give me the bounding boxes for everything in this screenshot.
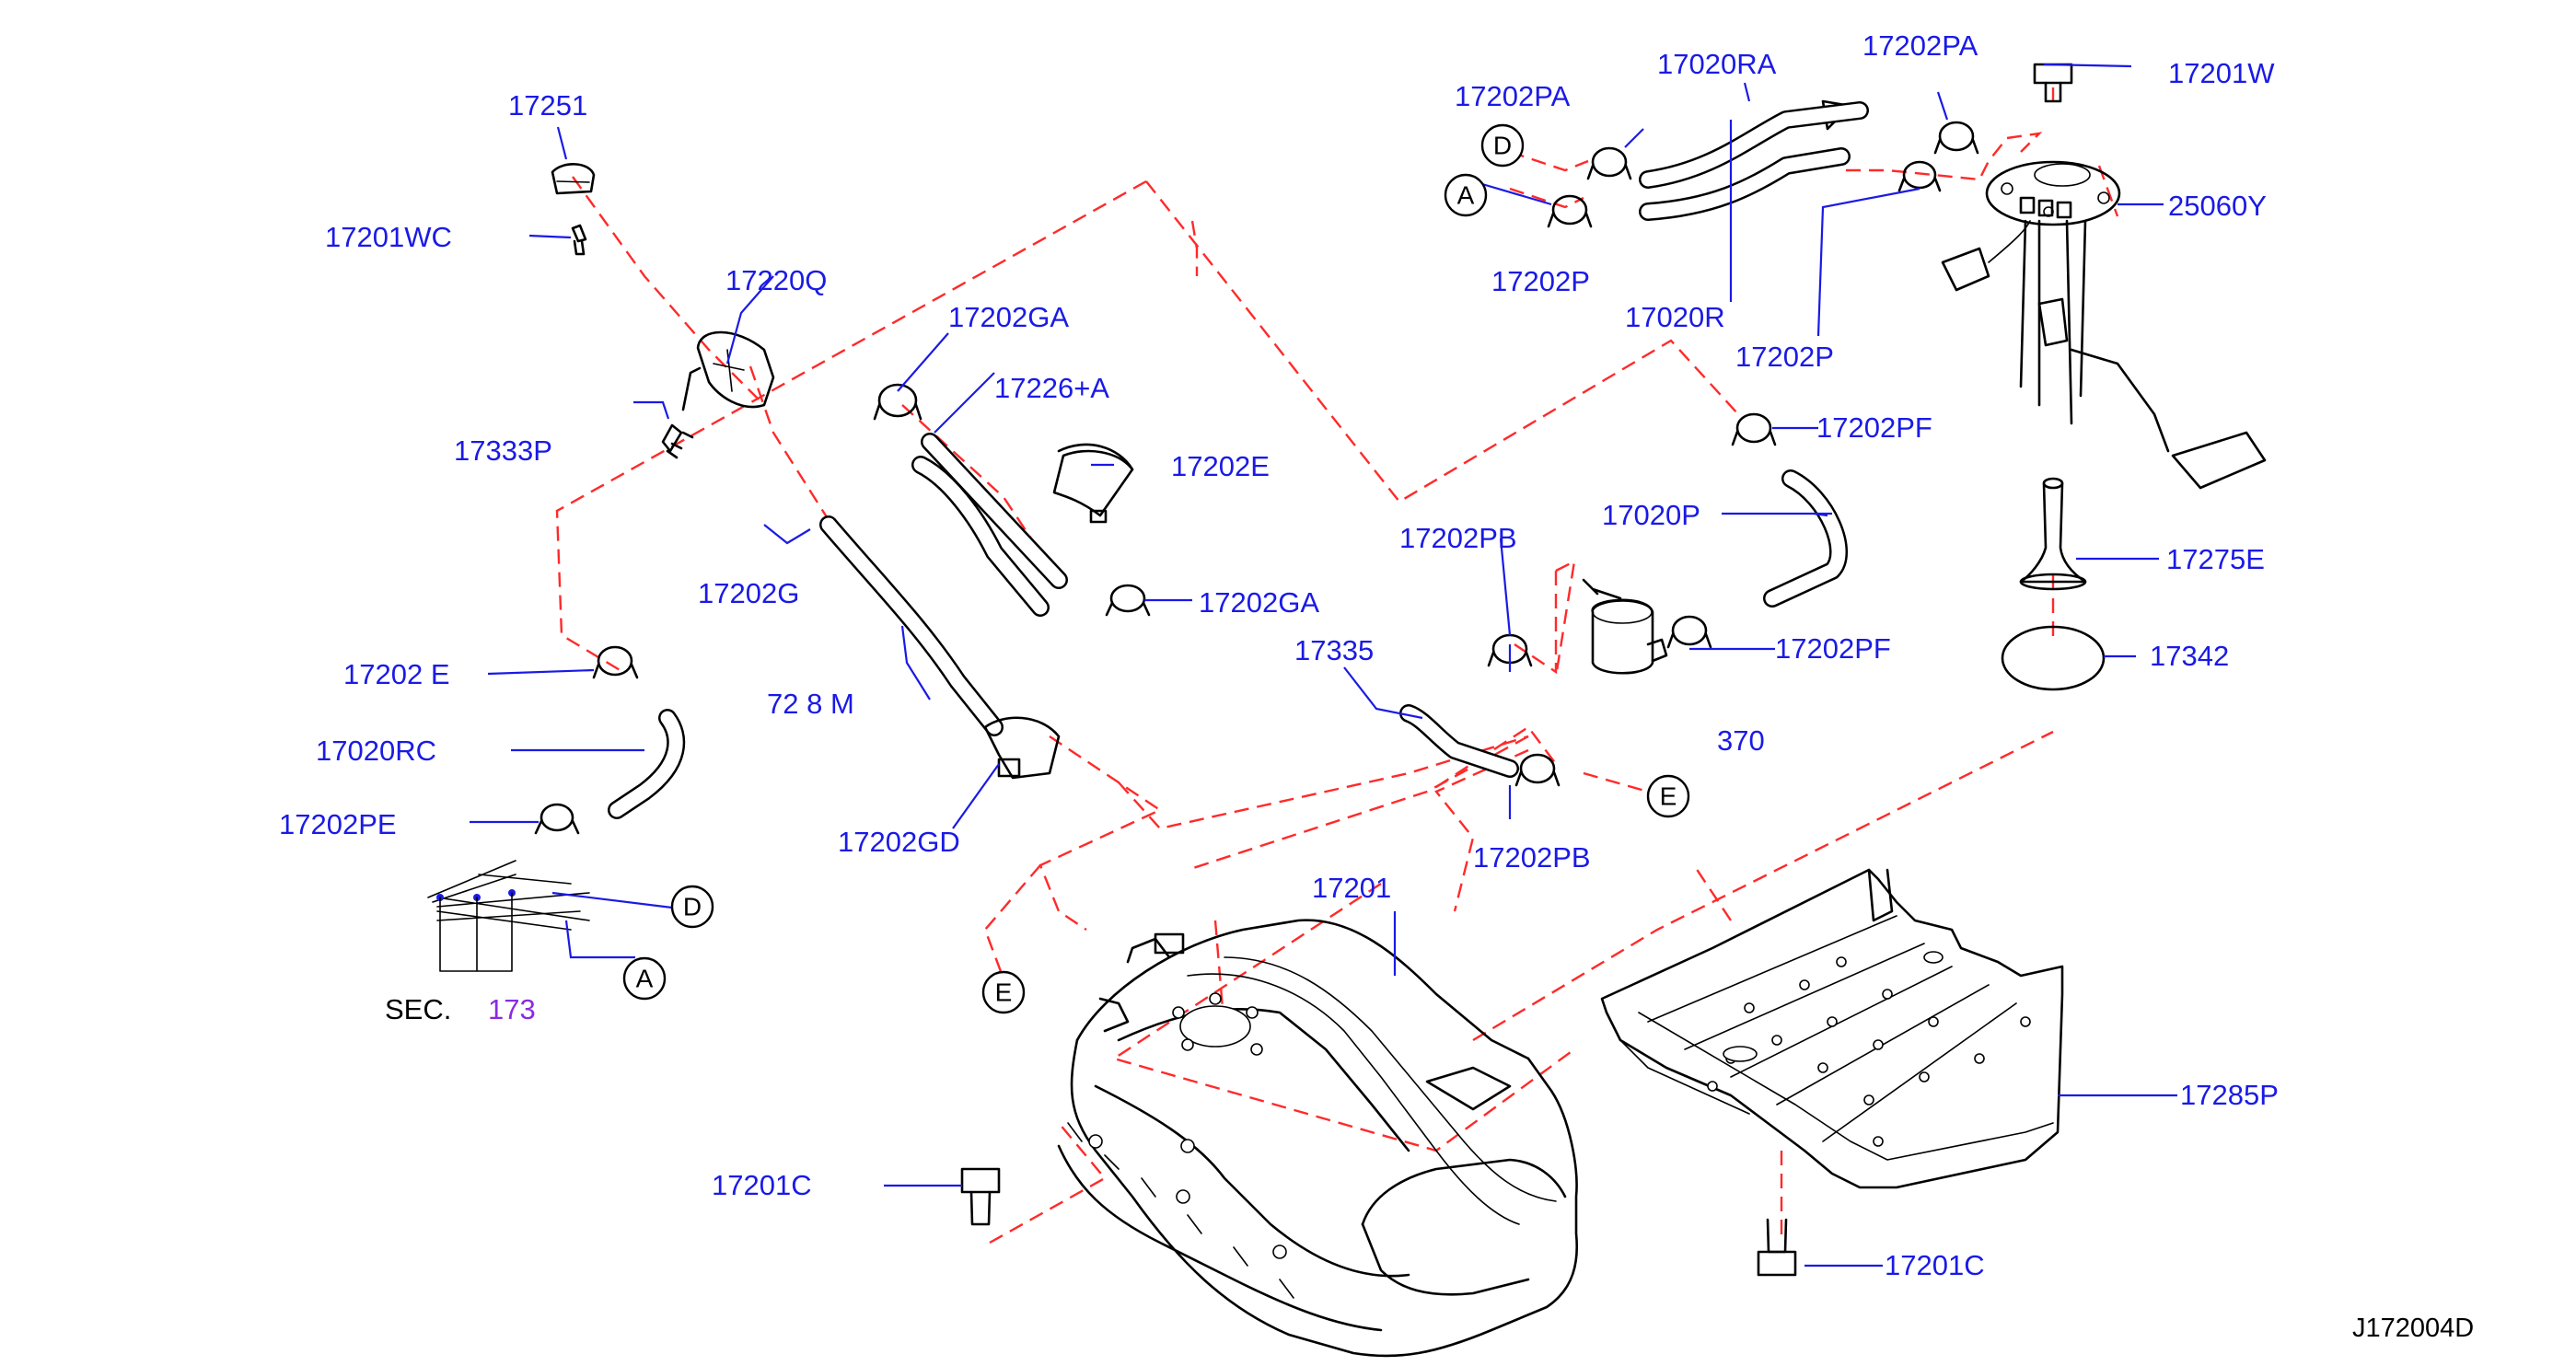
label-17020RA: 17020RA bbox=[1657, 48, 1777, 80]
svg-text:D: D bbox=[1493, 132, 1512, 160]
fuel-tank bbox=[1057, 919, 1579, 1358]
label-17335: 17335 bbox=[1294, 634, 1374, 666]
label-17275E: 17275E bbox=[2166, 543, 2265, 575]
skid-plate bbox=[1600, 868, 2064, 1189]
label-17342: 17342 bbox=[2150, 640, 2229, 672]
ref-marker-a-left: A bbox=[622, 956, 667, 1001]
assembly-guide-lines bbox=[555, 87, 2119, 1244]
label-17201C-left: 17201C bbox=[712, 1169, 812, 1201]
ref-marker-e-right: E bbox=[1646, 774, 1690, 818]
label-17202PA-right: 17202PA bbox=[1862, 29, 1978, 62]
label-25060Y: 25060Y bbox=[2168, 190, 2267, 222]
bolts bbox=[960, 63, 2073, 1277]
svg-text:A: A bbox=[636, 965, 654, 993]
label-17202P-left: 17202P bbox=[1491, 265, 1590, 297]
label-17202E: 17202E bbox=[1171, 450, 1270, 482]
svg-text:E: E bbox=[1660, 782, 1677, 811]
label-17220Q: 17220Q bbox=[725, 264, 827, 296]
svg-text:A: A bbox=[1457, 181, 1475, 210]
label-17202GA-mid: 17202GA bbox=[1199, 586, 1319, 619]
label-17202PA-left: 17202PA bbox=[1455, 80, 1571, 112]
label-17201C-right: 17201C bbox=[1885, 1249, 1985, 1281]
label-17202PB-low: 17202PB bbox=[1473, 841, 1591, 874]
label-17202PE: 17202PE bbox=[279, 808, 397, 840]
label-17202PF-top: 17202PF bbox=[1816, 411, 1932, 444]
section-prefix: SEC. bbox=[385, 993, 451, 1025]
label-17202PB-top: 17202PB bbox=[1399, 522, 1517, 554]
section-reference: SEC. 173 bbox=[385, 993, 536, 1025]
label-17201: 17201 bbox=[1312, 872, 1391, 904]
filler-cap-assembly bbox=[551, 163, 775, 459]
label-17226A: 17226+A bbox=[994, 372, 1109, 404]
label-17333P: 17333P bbox=[454, 434, 552, 467]
label-17201W: 17201W bbox=[2168, 57, 2275, 89]
ref-marker-a-top: A bbox=[1444, 173, 1488, 217]
ref-marker-e-tank: E bbox=[981, 970, 1026, 1014]
label-17020P: 17020P bbox=[1602, 499, 1700, 531]
fuel-sender-unit bbox=[1821, 99, 2267, 490]
label-17202E-left: 17202 E bbox=[343, 658, 450, 690]
label-17285P: 17285P bbox=[2180, 1079, 2279, 1111]
svg-text:E: E bbox=[995, 978, 1013, 1007]
part-labels: 17251 17201WC 17220Q 17333P 17202GA 1722… bbox=[279, 29, 2279, 1281]
label-17202G: 17202G bbox=[698, 577, 799, 609]
diagram-code: J172004D bbox=[2352, 1314, 2474, 1343]
label-17020R: 17020R bbox=[1625, 301, 1725, 333]
section-number: 173 bbox=[488, 993, 536, 1025]
svg-text:D: D bbox=[683, 893, 702, 921]
vent-canister bbox=[1582, 578, 1668, 675]
ref-marker-d-left: D bbox=[670, 885, 714, 929]
label-17251: 17251 bbox=[508, 89, 587, 122]
ref-marker-d-top: D bbox=[1480, 123, 1525, 168]
label-17370: 370 bbox=[1717, 724, 1765, 757]
label-17228M: 72 8 M bbox=[767, 688, 854, 720]
label-17201WC: 17201WC bbox=[325, 221, 452, 253]
clamps bbox=[534, 121, 1979, 835]
fuel-outlet-pipe bbox=[2019, 477, 2087, 591]
label-17020RC: 17020RC bbox=[316, 735, 436, 767]
reference-markers: D A D A E E bbox=[622, 123, 1690, 1014]
label-17202GA-top: 17202GA bbox=[948, 301, 1069, 333]
label-17202PF-low: 17202PF bbox=[1775, 632, 1891, 665]
label-17202P-right: 17202P bbox=[1735, 341, 1834, 373]
label-17202GD: 17202GD bbox=[838, 826, 960, 858]
gasket-ring bbox=[2001, 625, 2106, 691]
leader-lines bbox=[470, 63, 2177, 1268]
